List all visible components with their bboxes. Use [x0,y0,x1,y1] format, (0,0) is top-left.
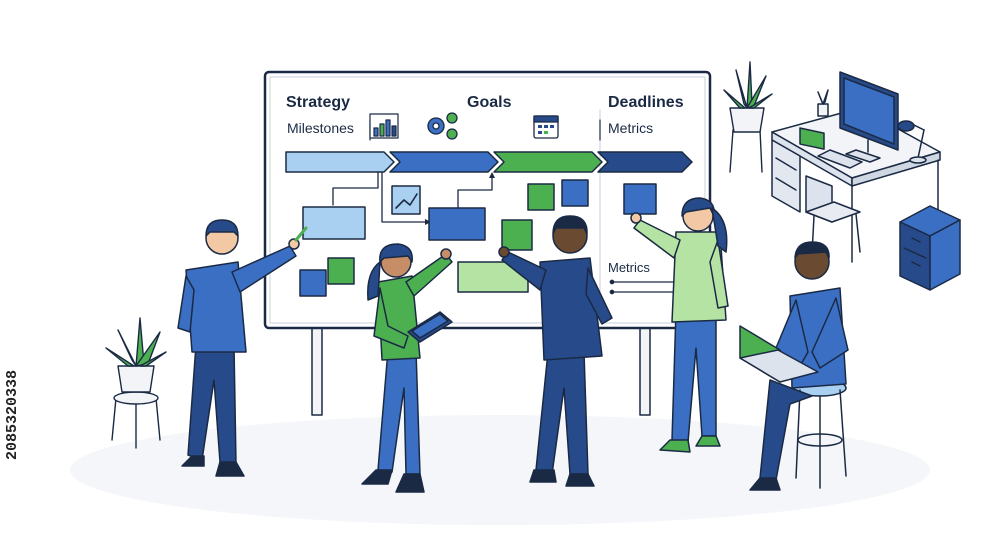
person-left-man [177,219,308,477]
timeline-arrow-3 [493,151,603,173]
heading-goals: Goals [467,94,512,111]
plant-desk [723,61,773,173]
plant-left [105,317,167,449]
tablet-icon [407,311,453,343]
desk [771,71,941,263]
person-woman-tablet [361,243,453,493]
timeline-arrows [285,151,693,173]
sticky-note [327,257,355,285]
keyboard [817,149,863,169]
person-seated-laptop [739,241,849,491]
board-content [299,171,677,297]
sticky-note [501,219,533,251]
sticky-note [561,179,589,207]
sticky-note [299,269,327,297]
trend-chart-icon [391,185,421,215]
heading-strategy: Strategy [286,94,351,111]
side-id-text: 2085320338 [4,370,21,461]
heading-deadlines: Deadlines [608,94,684,111]
person-woman-sticky [630,197,729,453]
label-milestones: Milestones [287,120,354,136]
laptop-icon [739,325,819,383]
label-metrics-top: Metrics [608,120,654,136]
bar-chart-icon [369,113,399,139]
timeline-arrow-4 [597,151,693,173]
monitor [839,71,899,163]
person-man-back [498,215,613,487]
calendar-icon [533,115,559,139]
filing-cabinet [899,205,961,291]
label-metrics-lower: Metrics [608,260,650,275]
sticky-note [527,183,555,211]
process-box-2 [428,207,486,241]
sticky-note [623,183,657,215]
timeline-arrow-1 [285,151,395,173]
office-chair [805,175,861,255]
desk-plant [817,89,829,117]
process-box-1 [302,206,366,240]
gears-icon [427,112,458,140]
notebook [799,127,825,150]
timeline-arrow-2 [389,151,499,173]
desk-lamp-icon [897,120,927,164]
